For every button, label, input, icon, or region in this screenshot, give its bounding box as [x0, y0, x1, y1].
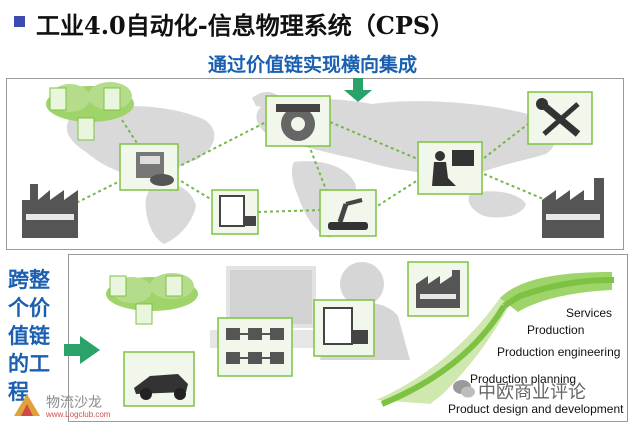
watermark-logclub: 物流沙龙	[46, 395, 102, 411]
side-label-line: 值链	[8, 324, 50, 348]
horizontal-integration-caption: 通过价值链实现横向集成	[208, 54, 418, 76]
logclub-logo-icon	[14, 394, 40, 416]
step-label-production: Production	[527, 323, 585, 337]
step-label-services: Services	[566, 306, 613, 320]
saw-blade-icon	[265, 95, 331, 147]
side-label: 跨整 个价 值链 的工 程	[8, 266, 64, 406]
right-arrow-icon	[64, 336, 100, 364]
watermark-ceibs: 中欧商业评论	[478, 382, 586, 403]
step-label-production-planning: Production planning	[470, 372, 577, 386]
machine-cabinet-icon-bottom	[313, 299, 375, 357]
step-label-product-design: Product design and development	[448, 402, 624, 416]
side-label-line: 跨整	[8, 268, 50, 292]
step-label-production-engineering: Production engineering	[497, 345, 621, 359]
side-label-line: 个价	[8, 296, 50, 320]
robot-arm-icon	[319, 189, 377, 237]
down-arrow-icon	[344, 78, 372, 102]
title-bullet	[14, 16, 25, 27]
page-title: 工业4.0自动化-信息物理系统（CPS）	[36, 11, 455, 40]
side-label-line: 的工	[8, 352, 50, 376]
hand-terminal-icon	[119, 143, 179, 191]
factory-icon	[407, 261, 469, 317]
cloud-network-icon-bottom	[106, 273, 198, 325]
value-chain-ribbon	[376, 272, 615, 407]
side-label-line: 程	[8, 380, 29, 404]
watermark-url: www.Logclub.com	[46, 410, 111, 419]
wechat-icon	[453, 380, 475, 398]
tools-icon	[527, 91, 593, 145]
cloud-network-icon	[46, 82, 134, 141]
factory-icon-left	[22, 184, 78, 238]
operator-workstation-icon	[417, 141, 483, 195]
process-flow-icon	[217, 317, 293, 377]
machine-cabinet-icon	[211, 189, 259, 235]
race-car-icon	[123, 351, 195, 407]
factory-icon-right	[542, 178, 604, 238]
